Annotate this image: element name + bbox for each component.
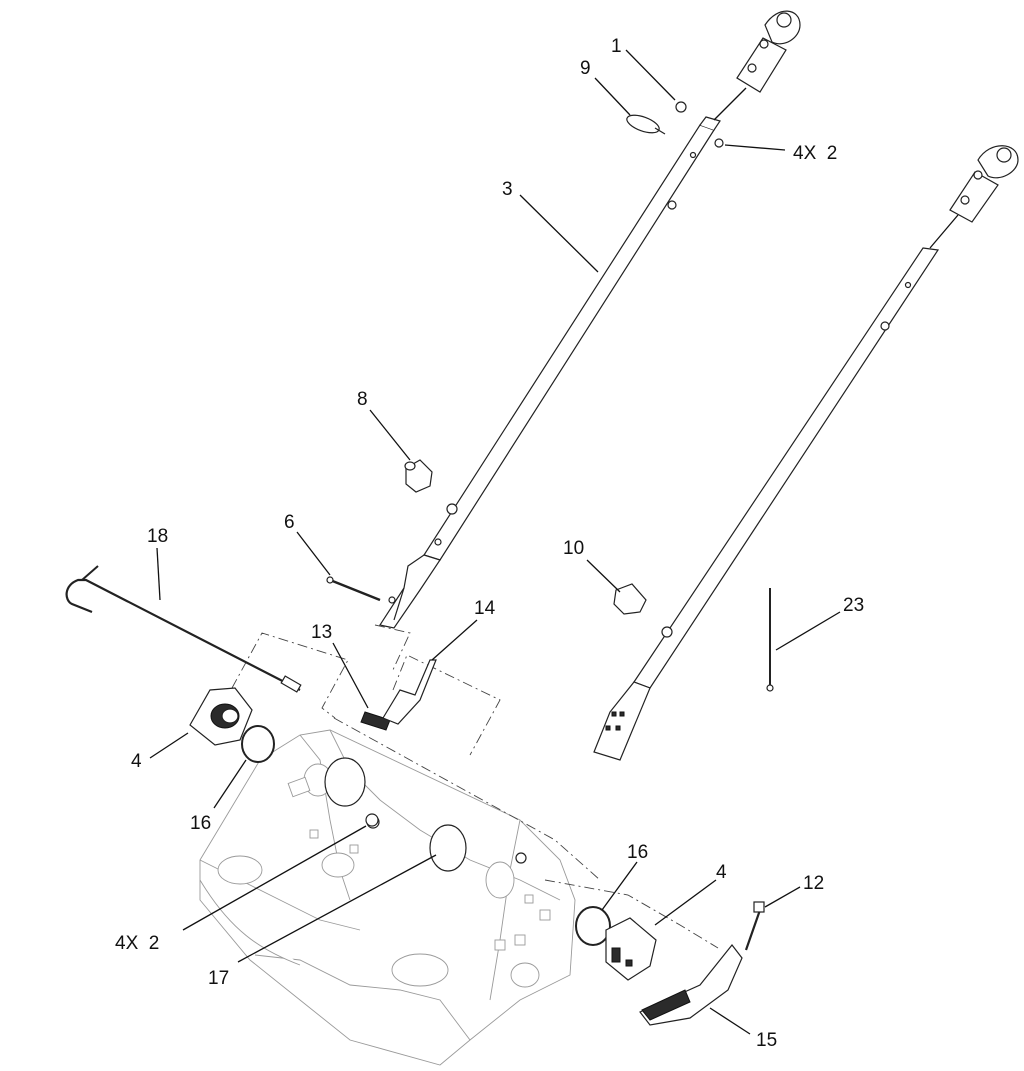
leader-6 xyxy=(296,531,331,576)
leader-18 xyxy=(156,547,161,601)
leader-4-right xyxy=(654,879,717,926)
leader-4x2-bottom xyxy=(182,825,367,931)
callout-4x2-top: 4X 2 xyxy=(793,143,837,164)
leader-4-left xyxy=(149,732,189,759)
leader-8 xyxy=(369,409,411,461)
callout-4-left: 4 xyxy=(131,751,142,772)
leader-1 xyxy=(625,49,676,101)
callout-3: 3 xyxy=(502,179,513,200)
callout-9: 9 xyxy=(580,58,591,79)
callout-16-left: 16 xyxy=(190,813,211,834)
callout-12: 12 xyxy=(803,873,824,894)
leader-10 xyxy=(586,559,621,593)
callout-labels: 1 9 4X 2 3 8 6 18 10 14 13 23 4 16 16 4 … xyxy=(115,36,864,1051)
alignment-lines xyxy=(231,624,719,949)
callout-10: 10 xyxy=(563,538,584,559)
callout-18: 18 xyxy=(147,526,168,547)
leader-3 xyxy=(519,194,599,273)
leader-14 xyxy=(431,619,478,661)
leader-17 xyxy=(237,854,437,963)
callout-17: 17 xyxy=(208,968,229,989)
leader-12 xyxy=(764,886,801,908)
left-control-rod xyxy=(379,10,801,629)
leader-lines xyxy=(149,49,841,1035)
housing-frame xyxy=(199,729,576,1066)
leader-16-right xyxy=(601,861,638,911)
callout-16-right: 16 xyxy=(627,842,648,863)
callout-13: 13 xyxy=(311,622,332,643)
callout-4-right: 4 xyxy=(716,862,727,883)
small-parts xyxy=(65,101,774,1026)
callout-15: 15 xyxy=(756,1030,777,1051)
callout-14: 14 xyxy=(474,598,496,619)
callout-1: 1 xyxy=(611,36,622,57)
leader-4x2-top xyxy=(724,144,786,151)
leader-23 xyxy=(775,611,841,651)
leader-9 xyxy=(594,77,631,116)
leader-15 xyxy=(709,1007,751,1035)
callout-23: 23 xyxy=(843,595,864,616)
callout-8: 8 xyxy=(357,389,368,410)
leader-13 xyxy=(332,642,369,709)
right-control-rod xyxy=(593,145,1019,761)
callout-4x2-bottom: 4X 2 xyxy=(115,933,159,954)
leader-16-left xyxy=(213,759,247,809)
callout-6: 6 xyxy=(284,512,295,533)
